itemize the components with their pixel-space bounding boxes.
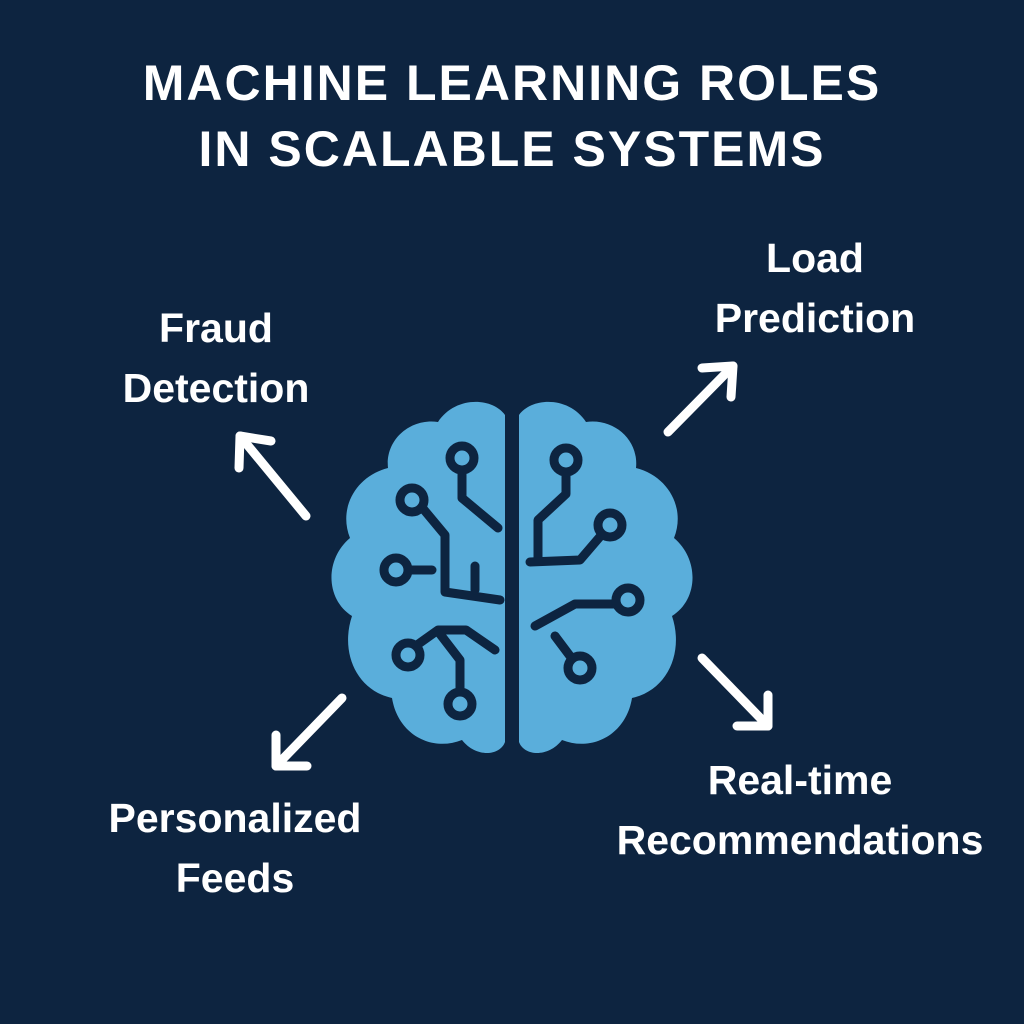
role-load-prediction: Load Prediction	[680, 228, 950, 348]
circuit-node	[593, 508, 627, 542]
role-label-line: Prediction	[714, 295, 916, 341]
circuit-trace	[457, 463, 503, 533]
circuit-node	[611, 583, 645, 617]
arrow-to-load-prediction	[663, 361, 738, 437]
role-label-line: Load	[766, 235, 864, 281]
role-label-line: Personalized	[108, 795, 362, 841]
role-label-line: Recommendations	[616, 817, 984, 863]
role-label-line: Fraud	[159, 305, 273, 351]
arrowhead	[271, 730, 312, 771]
circuit-trace	[435, 629, 465, 697]
circuit-trace	[525, 527, 609, 567]
arrowhead	[697, 361, 738, 402]
circuit-node	[443, 687, 477, 721]
role-label-line: Detection	[122, 365, 310, 411]
circuit-node	[563, 651, 597, 685]
arrow-to-personalized-feeds	[271, 693, 347, 771]
title-line-1: MACHINE LEARNING ROLES	[142, 55, 882, 111]
diagram-arrows	[234, 361, 773, 771]
arrowhead	[732, 690, 773, 731]
role-label-line: Real-time	[707, 757, 893, 803]
title-line-2: IN SCALABLE SYSTEMS	[198, 121, 826, 177]
arrow-to-realtime-recommendations	[697, 653, 773, 731]
arrow-shaft	[235, 431, 311, 521]
brain-circuit-nodes	[379, 441, 645, 721]
circuit-trace	[415, 500, 505, 605]
role-realtime-recommendations: Real-time Recommendations	[580, 750, 1020, 870]
role-personalized-feeds: Personalized Feeds	[80, 788, 390, 908]
circuit-node	[445, 441, 479, 475]
brain-right-hemisphere	[519, 401, 693, 753]
role-label-line: Feeds	[175, 855, 295, 901]
circuit-node	[549, 443, 583, 477]
circuit-node	[391, 638, 425, 672]
arrow-shaft	[663, 361, 738, 437]
circuit-trace	[405, 625, 500, 655]
brain-circuit-lines	[399, 463, 627, 697]
circuit-trace	[530, 599, 627, 631]
diagram-title: MACHINE LEARNING ROLES IN SCALABLE SYSTE…	[0, 50, 1024, 182]
role-fraud-detection: Fraud Detection	[96, 298, 336, 418]
arrow-to-fraud-detection	[234, 431, 311, 521]
arrow-shaft	[271, 693, 347, 771]
circuit-trace	[533, 465, 571, 565]
circuit-node	[379, 553, 413, 587]
arrow-shaft	[697, 653, 773, 731]
arrowhead	[234, 431, 276, 473]
circuit-node	[395, 483, 429, 517]
brain-circuit-icon	[331, 401, 693, 753]
